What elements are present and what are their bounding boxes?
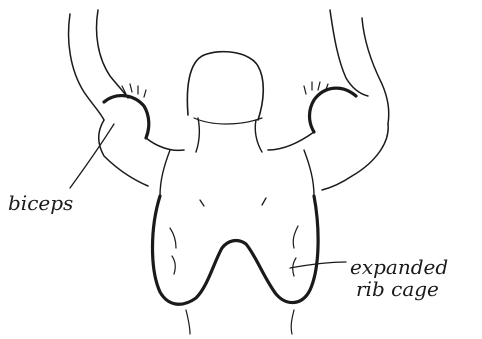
left-biceps-contour (104, 96, 149, 138)
sternum-marks (200, 198, 266, 206)
torso-side-left (160, 150, 170, 196)
neck-outline (196, 118, 262, 152)
right-upper-arm-inner (362, 18, 389, 124)
right-shoulder (268, 132, 314, 150)
torso-side-right (304, 150, 314, 196)
waist-lines (186, 310, 294, 334)
right-biceps-contour (310, 88, 357, 132)
rib-marks-left (170, 228, 176, 274)
right-forearm (322, 124, 388, 190)
rib-cage-outline (153, 196, 319, 304)
rib-cage-label-line1: expanded (350, 256, 448, 278)
rib-cage-label-line2: rib cage (350, 278, 448, 300)
head-outline (187, 52, 263, 120)
rib-cage-label: expanded rib cage (350, 256, 448, 300)
rib-marks-right (293, 226, 298, 276)
left-upper-arm-inner (97, 10, 129, 98)
left-shoulder (146, 138, 184, 150)
biceps-label: biceps (8, 192, 73, 214)
collar-line (194, 118, 262, 124)
biceps-leader-line (70, 124, 114, 188)
left-forearm (99, 120, 148, 186)
left-upper-arm-outer (69, 14, 104, 120)
